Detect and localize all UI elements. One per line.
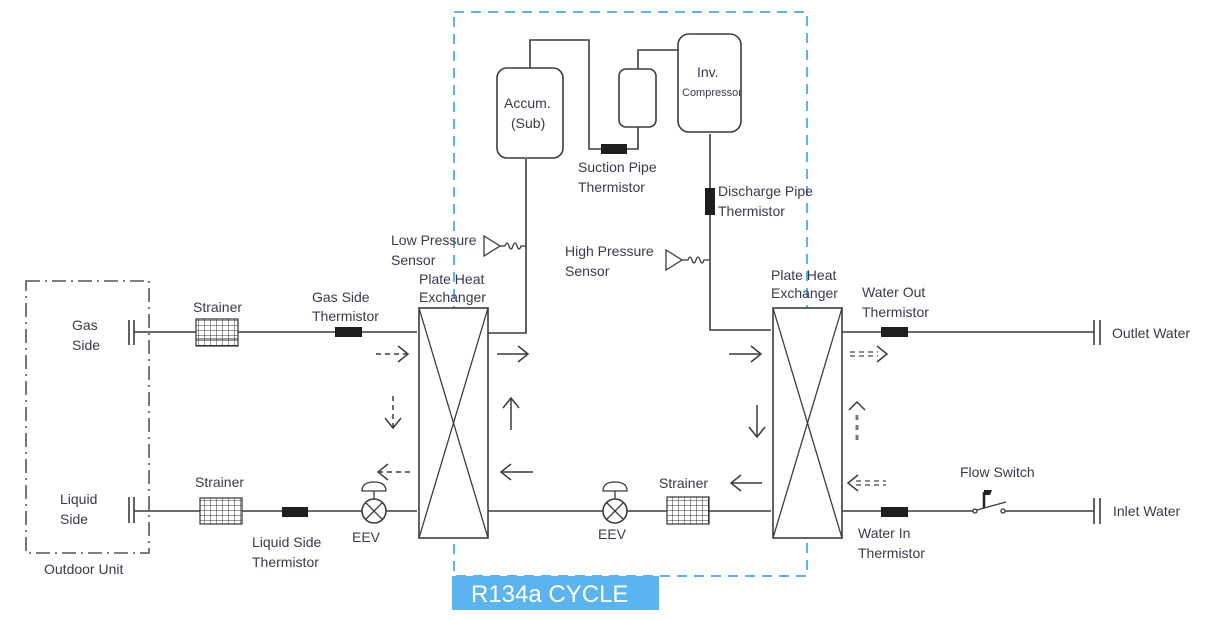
discharge-pipe-thermistor-label-2: Thermistor [718,203,785,219]
water-out-thermistor-icon [881,327,908,337]
flow-switch-label: Flow Switch [960,464,1035,480]
phe-right-label-1: Plate Heat [771,267,836,283]
high-pressure-sensor-label-1: High Pressure [565,243,654,259]
liquid-side-thermistor-icon [282,507,308,517]
phe-left-label-2: Exchanger [419,289,486,305]
suction-pipe-thermistor-label-2: Thermistor [578,179,645,195]
inlet-water-connector-icon [1093,498,1101,524]
accumulator-to-compressor-pipe [529,39,639,150]
flow-arrow-down-icon [748,405,766,439]
flow-arrow-left-icon [729,474,762,492]
phe-right-label-2: Exchanger [771,285,838,301]
outdoor-unit-label: Outdoor Unit [44,561,123,577]
water-in-thermistor-label-2: Thermistor [858,545,925,561]
discharge-pipe-thermistor-icon [705,188,715,215]
strainer-gas-label: Strainer [193,299,242,315]
gas-side-thermistor-label-1: Gas Side [312,289,370,305]
strainer-liquid-label: Strainer [195,474,244,490]
gas-side-label-1: Gas [72,317,98,333]
dashed-arrow-right-icon [376,345,410,363]
accumulator-icon [496,67,564,159]
low-pressure-sensor-icon [483,234,526,258]
low-pressure-sensor-label-2: Sensor [391,252,436,268]
flow-switch-icon [972,490,1007,514]
compressor-label-2: Compressor [682,87,742,99]
inlet-water-label: Inlet Water [1113,503,1181,519]
gas-side-connector-icon [128,320,135,345]
liquid-side-label-1: Liquid [60,491,97,507]
liquid-side-connector-icon [128,497,135,523]
flow-arrow-right-icon [729,345,763,363]
eev-left-label: EEV [352,529,381,545]
water-arrow-up-icon [848,400,866,440]
inverter-compressor-icon [677,33,742,133]
discharge-pipe-thermistor-label-1: Discharge Pipe [718,183,813,199]
strainer-cycle-icon [666,496,710,525]
flow-arrow-left-icon [499,463,533,481]
compressor-accumulator-icon [618,68,657,128]
water-out-thermistor-label-2: Thermistor [862,304,929,320]
eev-center-icon [602,481,628,524]
gas-side-thermistor-label-2: Thermistor [312,308,379,324]
suction-line-to-accumulator [488,159,527,334]
dashed-arrow-left-icon [376,463,410,481]
gas-side-thermistor-icon [335,327,362,337]
cycle-label-badge: R134a CYCLE [452,576,659,610]
compressor-inlet-pipe [637,49,678,69]
suction-pipe-thermistor-label-1: Suction Pipe [578,159,657,175]
liquid-side-thermistor-label-1: Liquid Side [252,534,321,550]
discharge-line [709,134,771,331]
strainer-liquid-icon [199,497,243,525]
suction-pipe-thermistor-icon [601,144,627,154]
dashed-arrow-down-icon [384,396,402,430]
accumulator-label-2: (Sub) [511,115,545,131]
outlet-water-label: Outlet Water [1112,325,1190,341]
water-arrow-left-icon [846,474,886,492]
compressor-label-1: Inv. [697,64,719,80]
plate-heat-exchanger-right-icon [772,307,843,539]
gas-side-label-2: Side [72,337,100,353]
cycle-label: R134a CYCLE [471,581,628,608]
outlet-water-connector-icon [1093,320,1101,345]
flow-arrow-up-icon [502,396,520,430]
eev-left-icon [361,481,387,524]
eev-center-label: EEV [598,526,627,542]
high-pressure-sensor-label-2: Sensor [565,263,610,279]
water-arrow-right-icon [850,345,889,363]
strainer-gas-icon [195,318,239,347]
water-out-thermistor-label-1: Water Out [862,284,925,300]
water-in-thermistor-label-1: Water In [858,525,910,541]
strainer-cycle-label: Strainer [659,475,708,491]
accumulator-label-1: Accum. [504,95,551,111]
flow-arrow-right-icon [497,345,530,363]
high-pressure-sensor-icon [665,248,710,272]
liquid-side-thermistor-label-2: Thermistor [252,554,319,570]
liquid-side-label-2: Side [60,511,88,527]
phe-left-label-1: Plate Heat [419,271,484,287]
water-in-thermistor-icon [881,507,908,517]
plate-heat-exchanger-left-icon [418,307,489,539]
low-pressure-sensor-label-1: Low Pressure [391,232,477,248]
outdoor-unit-boundary [25,280,150,554]
